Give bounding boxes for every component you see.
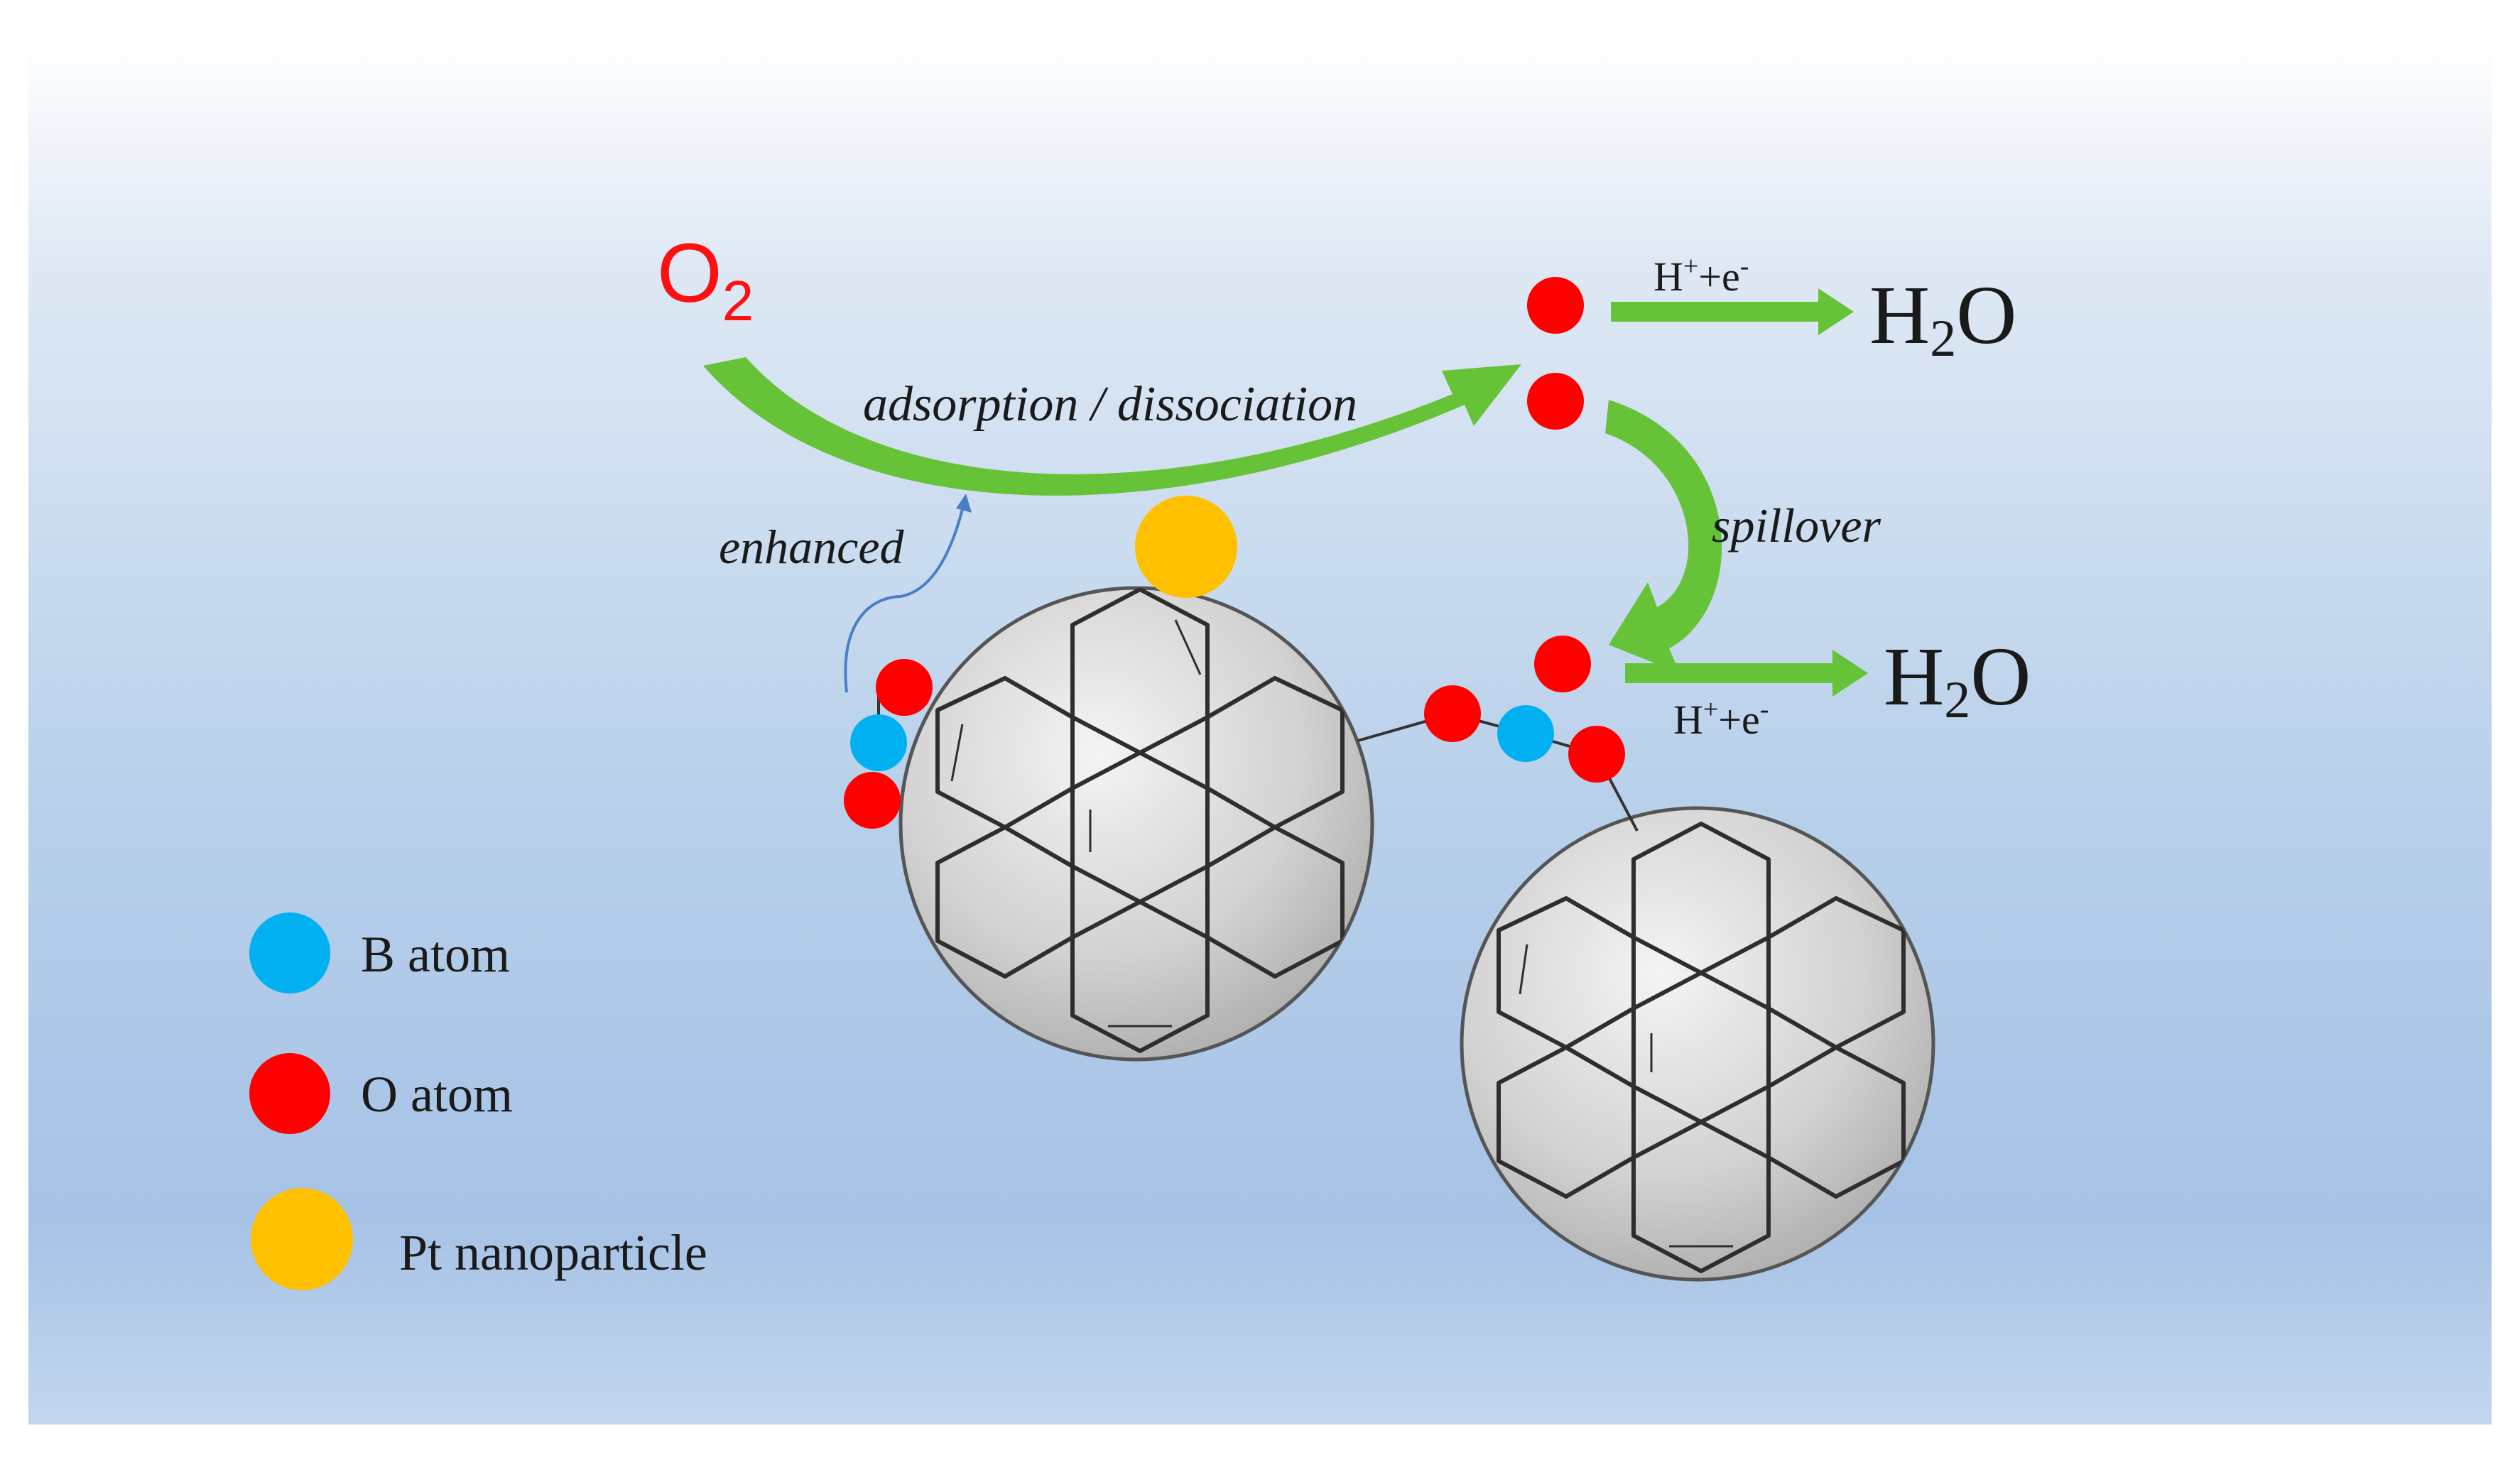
hexagon — [1497, 1045, 1636, 1199]
legend-b-atom-label: B atom — [361, 926, 510, 983]
spillover-arrow — [1605, 400, 1722, 673]
water-label-bottom: H2O — [1884, 635, 2031, 729]
hpe-minus: - — [1739, 251, 1749, 281]
o-atom — [1534, 636, 1591, 692]
hpe-mid: +e — [1698, 254, 1740, 300]
hpe-mid: +e — [1718, 697, 1760, 743]
hexagon — [1766, 896, 1906, 1050]
hpe-plus: + — [1702, 694, 1719, 724]
o-atom — [844, 772, 901, 829]
pt-nanoparticle — [1135, 496, 1237, 598]
hpe-minus: - — [1759, 694, 1769, 724]
o-atom — [1568, 726, 1625, 783]
proton-electron-label-top: H++e- — [1653, 253, 1749, 298]
h2o-h: H — [1884, 630, 1945, 723]
enhanced-label: enhanced — [719, 520, 904, 574]
hexagon — [1497, 896, 1636, 1050]
hexagon — [935, 676, 1075, 829]
o2-subscript: 2 — [722, 269, 754, 332]
h2o-sub: 2 — [1930, 310, 1957, 368]
o-atom — [1527, 277, 1584, 334]
water-label-top: H2O — [1869, 273, 2016, 368]
proton-electron-label-bottom: H++e- — [1673, 696, 1769, 741]
b-atom — [1497, 705, 1554, 762]
h2o-o: O — [1970, 630, 2031, 723]
h2o-sub: 2 — [1944, 671, 1971, 729]
hexagon — [1205, 676, 1345, 829]
o-atom — [1424, 685, 1481, 742]
o-atom — [876, 659, 933, 716]
legend-b-atom-marker — [249, 912, 330, 993]
product-arrow-top — [1611, 288, 1854, 335]
o2-molecule-label: O2 — [657, 231, 754, 329]
hpe-plus: + — [1683, 251, 1699, 281]
legend-o-atom-label: O atom — [361, 1066, 513, 1123]
graphene-sphere-1 — [898, 586, 1374, 1062]
enhanced-arrowhead — [956, 494, 972, 513]
legend-o-atom-marker — [249, 1053, 330, 1134]
o2-main: O — [657, 227, 722, 320]
product-arrow-bottom — [1625, 650, 1868, 697]
enhanced-arrow — [844, 500, 966, 693]
hpe-h: H — [1653, 254, 1683, 300]
spillover-label: spillover — [1712, 499, 1881, 552]
hexagon — [1070, 900, 1210, 1053]
legend-pt-label: Pt nanoparticle — [399, 1224, 707, 1281]
h2o-o: O — [1956, 268, 2017, 361]
o-atom — [1527, 373, 1584, 430]
hexagon — [935, 825, 1075, 979]
adsorption-dissociation-label: adsorption / dissociation — [863, 377, 1358, 432]
hexagon — [1631, 1120, 1771, 1273]
adsorption-arrow — [703, 357, 1521, 496]
hpe-h: H — [1673, 697, 1703, 743]
graphene-sphere-2 — [1460, 806, 1935, 1282]
legend-pt-marker — [251, 1188, 353, 1290]
h2o-h: H — [1869, 268, 1930, 361]
b-atom — [850, 714, 907, 771]
